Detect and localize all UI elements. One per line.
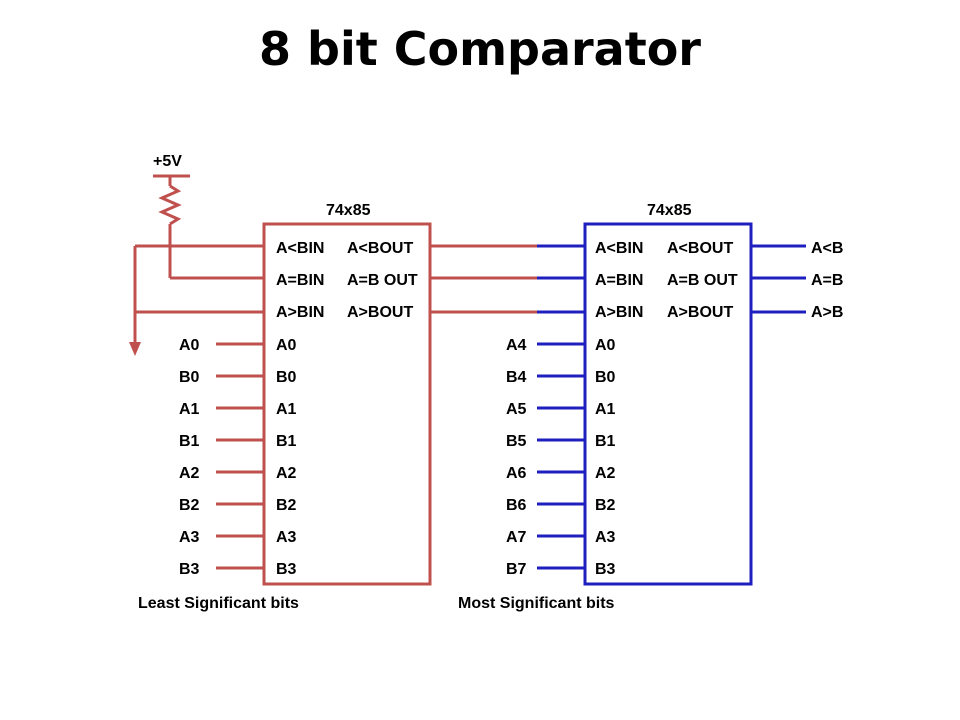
pin-label: A<BOUT <box>347 240 413 257</box>
chip-msb-input-signals: A4 B4 A5 B5 A6 B6 A7 B7 <box>506 337 527 578</box>
pin-label: A2 <box>595 465 616 482</box>
pin-label: A>BIN <box>276 304 324 321</box>
pin-label: A=BIN <box>595 272 643 289</box>
chip-part-label: 74x85 <box>326 202 371 219</box>
signal-label: B4 <box>506 369 527 386</box>
chip-lsb-cascade-out: A<BOUT A=B OUT A>BOUT <box>347 240 418 321</box>
pin-label: A1 <box>276 401 297 418</box>
pin-label: A3 <box>595 529 616 546</box>
pin-label: B0 <box>595 369 616 386</box>
cascade-links <box>430 244 585 314</box>
signal-label: A2 <box>179 465 200 482</box>
pin-label: B1 <box>276 433 297 450</box>
pin-label: A=BIN <box>276 272 324 289</box>
signal-label: A6 <box>506 465 527 482</box>
pin-label: A<BIN <box>276 240 324 257</box>
msb-caption: Most Significant bits <box>458 595 615 612</box>
chip-msb-output-wires <box>751 244 806 314</box>
signal-label: A1 <box>179 401 200 418</box>
chip-lsb-cascade-in: A<BIN A=BIN A>BIN <box>276 240 324 321</box>
pin-label: A>BOUT <box>667 304 733 321</box>
chip-lsb-input-wires <box>216 342 264 570</box>
chip-lsb-cascade-in-wires <box>135 244 264 314</box>
chip-lsb-data-pins: A0 B0 A1 B1 A2 B2 A3 B3 <box>276 337 297 578</box>
supply-wiring <box>133 174 190 344</box>
chip-body-lsb <box>262 222 432 586</box>
pin-label: B1 <box>595 433 616 450</box>
ground-arrow-icon <box>129 342 141 356</box>
pin-label: B2 <box>595 497 616 514</box>
output-label-lt: A<B <box>811 240 843 257</box>
signal-label: B2 <box>179 497 200 514</box>
chip-msb-data-pins: A0 B0 A1 B1 A2 B2 A3 B3 <box>595 337 616 578</box>
pin-label: A0 <box>276 337 297 354</box>
pullup-resistor <box>158 184 182 226</box>
signal-label: A0 <box>179 337 200 354</box>
signal-label: B0 <box>179 369 200 386</box>
pin-label: A=B OUT <box>667 272 738 289</box>
signal-label: A7 <box>506 529 527 546</box>
signal-label: B6 <box>506 497 527 514</box>
pin-label: A>BOUT <box>347 304 413 321</box>
lsb-caption: Least Significant bits <box>138 595 299 612</box>
chip-msb-input-wires <box>537 342 585 570</box>
pin-label: B3 <box>595 561 616 578</box>
signal-label: B1 <box>179 433 200 450</box>
pin-label: B3 <box>276 561 297 578</box>
pin-label: A<BIN <box>595 240 643 257</box>
page-title: 8 bit Comparator <box>259 22 701 76</box>
pin-label: B0 <box>276 369 297 386</box>
pin-label: A1 <box>595 401 616 418</box>
signal-label: A5 <box>506 401 527 418</box>
final-outputs: A<B A=B A>B <box>811 240 843 321</box>
chip-lsb-input-signals: A0 B0 A1 B1 A2 B2 A3 B3 <box>179 337 200 578</box>
chip-body-msb <box>583 222 753 586</box>
signal-label: B5 <box>506 433 527 450</box>
chip-msb-cascade-in: A<BIN A=BIN A>BIN <box>595 240 643 321</box>
pin-label: A<BOUT <box>667 240 733 257</box>
chip-part-label: 74x85 <box>647 202 692 219</box>
pin-label: A3 <box>276 529 297 546</box>
pin-label: A0 <box>595 337 616 354</box>
chip-msb-cascade-out: A<BOUT A=B OUT A>BOUT <box>667 240 738 321</box>
signal-label: A3 <box>179 529 200 546</box>
signal-label: A4 <box>506 337 527 354</box>
pin-label: A=B OUT <box>347 272 418 289</box>
signal-label: B3 <box>179 561 200 578</box>
signal-label: B7 <box>506 561 527 578</box>
pin-label: B2 <box>276 497 297 514</box>
output-label-gt: A>B <box>811 304 843 321</box>
output-label-eq: A=B <box>811 272 843 289</box>
pin-label: A2 <box>276 465 297 482</box>
pin-label: A>BIN <box>595 304 643 321</box>
supply-label: +5V <box>153 153 182 170</box>
